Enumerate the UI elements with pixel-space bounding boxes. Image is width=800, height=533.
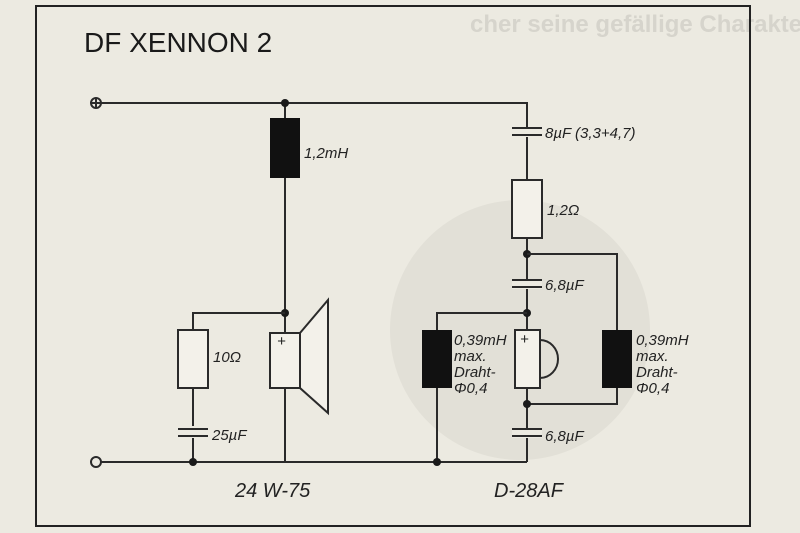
diagram-title: DF XENNON 2 xyxy=(84,27,272,58)
zobel-resistor-label: 10Ω xyxy=(213,349,241,366)
svg-text:Draht-: Draht- xyxy=(636,364,678,381)
resistor-1-2ohm xyxy=(511,179,543,239)
capacitor-6-8uf-a xyxy=(512,279,542,289)
inductor-0-39mh-right xyxy=(602,330,632,388)
woofer-label: 24 W-75 xyxy=(234,480,311,502)
svg-text:Φ0,4: Φ0,4 xyxy=(454,380,487,397)
tweeter-label: D-28AF xyxy=(494,480,565,502)
diagram-frame xyxy=(35,5,751,527)
cap-8uf-label: 8µF (3,3+4,7) xyxy=(545,125,636,142)
cap-6-8uf-a-label: 6,8µF xyxy=(545,277,584,294)
svg-text:max.: max. xyxy=(454,348,487,365)
svg-text:0,39mH: 0,39mH xyxy=(636,332,689,349)
tweeter-speaker-icon: + xyxy=(514,329,559,389)
svg-text:max.: max. xyxy=(636,348,669,365)
resistor-10ohm xyxy=(177,329,209,389)
capacitor-25uf xyxy=(178,426,208,438)
positive-rail xyxy=(101,102,528,128)
right-inductor-label: 0,39mH max. Draht- Φ0,4 xyxy=(636,332,689,397)
woofer-speaker-icon: + xyxy=(269,297,329,416)
svg-text:+: + xyxy=(520,331,529,348)
capacitor-6-8uf-b xyxy=(512,428,542,438)
cap-6-8uf-b-label: 6,8µF xyxy=(545,428,584,445)
woofer-inductor-label: 1,2mH xyxy=(304,145,348,162)
capacitor-8uf xyxy=(512,127,542,137)
zobel-cap-label: 25µF xyxy=(211,427,247,444)
resistor-1-2ohm-label: 1,2Ω xyxy=(547,202,579,219)
inductor-1-2mh xyxy=(270,118,300,178)
svg-text:0,39mH: 0,39mH xyxy=(454,332,507,349)
left-inductor-label: 0,39mH max. Draht- Φ0,4 xyxy=(454,332,507,397)
svg-text:+: + xyxy=(277,333,286,350)
negative-terminal xyxy=(90,456,102,468)
background-text: cher seine gefällige Charakteristik xyxy=(470,11,800,38)
svg-text:Φ0,4: Φ0,4 xyxy=(636,380,669,397)
inductor-0-39mh-left xyxy=(422,330,452,388)
svg-text:Draht-: Draht- xyxy=(454,364,496,381)
positive-terminal xyxy=(90,97,102,109)
